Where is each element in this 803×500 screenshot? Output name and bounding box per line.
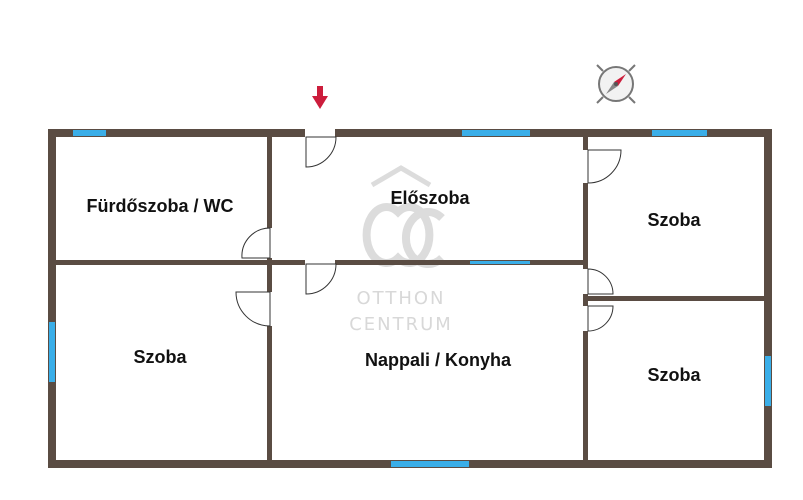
door-living xyxy=(305,260,337,295)
room-label-living-kitchen: Nappali / Konyha xyxy=(365,350,512,370)
watermark-line2: CENTRUM xyxy=(349,314,453,335)
window xyxy=(470,261,530,264)
window xyxy=(765,356,771,406)
window xyxy=(49,322,55,382)
room-label-hallway: Előszoba xyxy=(390,188,470,208)
door-bathroom xyxy=(241,227,272,259)
watermark-line1: OTTHON xyxy=(356,288,445,309)
entrance-arrow-icon xyxy=(312,86,328,109)
door-ne-room xyxy=(583,149,622,184)
window xyxy=(462,130,530,136)
door-entrance xyxy=(305,129,337,168)
watermark-logo xyxy=(362,165,445,268)
door-east-upper xyxy=(583,268,614,295)
room-label-room-ne: Szoba xyxy=(647,210,701,230)
room-labels: Fürdőszoba / WC Előszoba Szoba Szoba Nap… xyxy=(87,188,702,385)
door-se-room xyxy=(583,305,614,332)
window xyxy=(73,130,106,136)
compass-icon xyxy=(596,64,636,104)
door-west-room xyxy=(235,291,272,327)
window xyxy=(652,130,707,136)
watermark: OTTHON CENTRUM xyxy=(349,165,453,335)
room-label-room-se: Szoba xyxy=(647,365,701,385)
window xyxy=(391,461,469,467)
windows xyxy=(49,130,771,467)
room-label-room-w: Szoba xyxy=(133,347,187,367)
doors xyxy=(235,129,622,332)
room-label-bathroom: Fürdőszoba / WC xyxy=(87,196,234,216)
